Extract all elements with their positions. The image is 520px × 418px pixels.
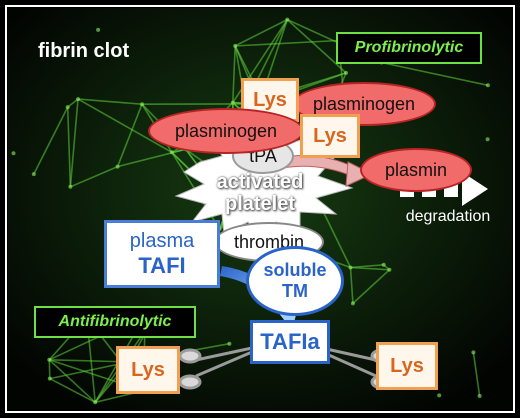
fibrin-node: [437, 393, 442, 398]
fibrin-fiber: [117, 148, 186, 168]
fibrin-fiber: [66, 107, 72, 187]
fibrin-node: [471, 350, 476, 355]
plasma-label: plasma: [129, 229, 195, 252]
fibrin-node: [47, 357, 52, 362]
fibrin-fiber: [49, 359, 130, 363]
fibrin-fiber: [69, 99, 79, 187]
fibrin-fiber: [235, 39, 339, 47]
fibrin-fiber: [48, 359, 51, 379]
fibrin-node: [233, 43, 238, 48]
plasma-tafi-box: plasma TAFI: [104, 220, 220, 288]
fibrin-node: [140, 102, 144, 107]
fibrin-fiber: [33, 106, 69, 175]
fibrin-fiber: [234, 18, 288, 47]
fibrin-node: [169, 150, 174, 155]
fibrin-fiber: [381, 61, 489, 87]
fibrin-node: [477, 394, 482, 398]
fibrin-fiber: [350, 264, 384, 269]
fibrin-node: [387, 267, 392, 272]
soluble-label: soluble: [263, 260, 327, 280]
fibrin-fiber: [472, 352, 481, 397]
fibrin-fiber: [48, 359, 96, 403]
fibrin-node: [285, 17, 290, 22]
fibrin-node: [348, 265, 353, 270]
fibrin-node: [350, 301, 355, 306]
fibrin-node: [31, 172, 36, 177]
lys-box-bottom-left: Lys: [116, 346, 180, 394]
fibrin-node: [93, 400, 98, 405]
fibrin-fiber: [77, 98, 143, 105]
fibrin-fiber: [232, 45, 236, 103]
fibrin-clot-label: fibrin clot: [38, 40, 130, 62]
fibrin-fiber: [350, 266, 390, 271]
fibrin-fiber: [49, 377, 96, 404]
fibrin-fiber: [352, 269, 390, 304]
scissors-icon: [178, 346, 253, 390]
lys-box-bottom-right: Lys: [376, 342, 438, 390]
fibrin-node: [227, 341, 232, 346]
fibrin-fiber: [116, 103, 143, 167]
fibrin-node: [65, 105, 70, 110]
arrow-right-icon: [462, 172, 488, 206]
fibrin-fiber: [70, 165, 118, 188]
fibrin-node: [11, 151, 16, 156]
fibrin-fiber: [77, 98, 173, 153]
platelet-label: platelet: [224, 192, 296, 215]
fibrin-node: [485, 83, 490, 88]
fibrin-node: [68, 184, 73, 189]
antifibrinolytic-label: Antifibrinolytic: [34, 306, 196, 338]
activated-label: activated: [216, 170, 304, 193]
soluble-tm-oval: soluble TM: [246, 246, 344, 316]
tm-label: TM: [282, 281, 308, 301]
tafia-box: TAFIa: [250, 320, 330, 364]
plasminogen-oval-lower: plasminogen: [148, 108, 304, 154]
plasmin-oval: plasmin: [360, 148, 472, 192]
fibrin-node: [47, 376, 52, 381]
fibrin-fiber: [349, 267, 354, 304]
inner-border: [5, 5, 515, 413]
tafi-label: TAFI: [138, 252, 186, 278]
fibrin-fiber: [286, 19, 347, 74]
fibrin-node: [76, 97, 80, 102]
fibrin-node: [96, 27, 101, 32]
fibrin-node: [381, 262, 386, 267]
fibrin-node: [344, 70, 348, 75]
profibrinolytic-label: Profibrinolytic: [336, 32, 482, 64]
degradation-label: degradation: [405, 208, 491, 225]
fibrin-node: [115, 164, 120, 169]
fibrin-node: [485, 137, 490, 142]
lys-box-lower: Lys: [300, 114, 360, 158]
fibrin-fiber: [67, 98, 79, 108]
